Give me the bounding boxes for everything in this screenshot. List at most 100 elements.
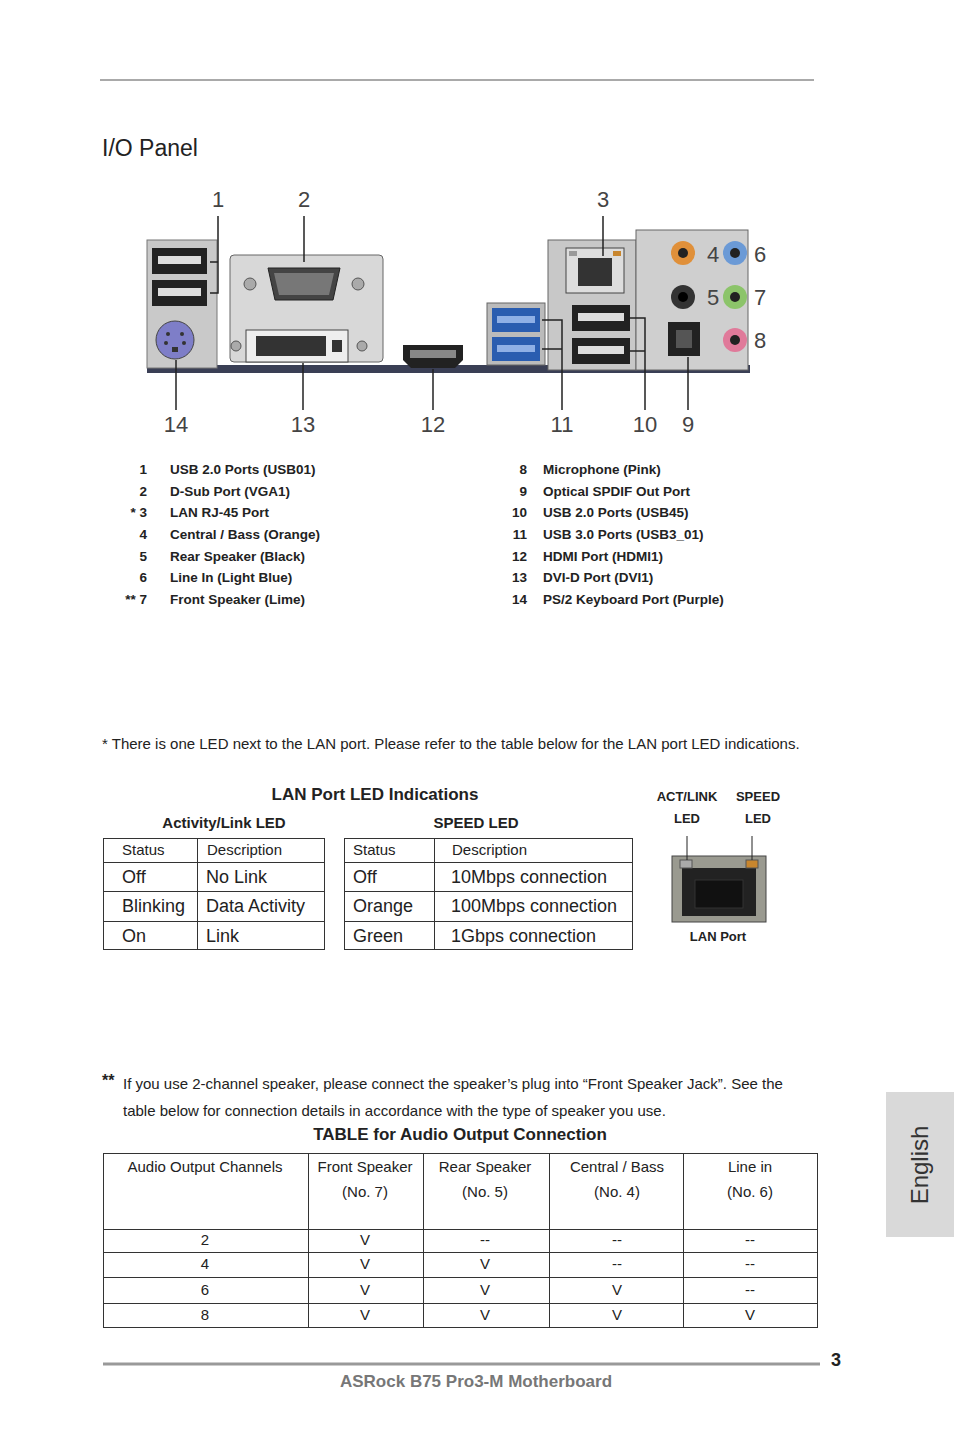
io-panel-photo xyxy=(566,248,624,293)
io-panel-photo xyxy=(678,292,688,302)
io-panel-photo xyxy=(246,330,348,362)
io-panel-photo xyxy=(578,346,624,354)
table-cell: V xyxy=(435,1254,535,1274)
callout-number: 5 xyxy=(696,285,730,311)
led-table-grid xyxy=(344,862,633,863)
callout-number: 4 xyxy=(696,242,730,268)
lan-port-picture xyxy=(695,880,743,908)
lan-port-picture xyxy=(746,860,758,868)
table-cell: V xyxy=(315,1305,415,1325)
io-panel-photo xyxy=(492,337,540,361)
leader-line xyxy=(687,357,689,410)
list-number: 1 xyxy=(103,461,147,479)
list-number: 14 xyxy=(483,591,527,609)
footer-rule xyxy=(103,1363,820,1366)
io-panel-photo xyxy=(166,332,170,336)
io-panel-photo xyxy=(678,248,688,258)
table-cell: Blinking xyxy=(122,893,196,919)
io-panel-photo xyxy=(156,321,194,359)
list-number: * 3 xyxy=(103,504,147,522)
leader-line xyxy=(175,360,177,410)
leader-line xyxy=(303,216,305,262)
io-panel-photo xyxy=(158,256,201,264)
list-number: 10 xyxy=(483,504,527,522)
picture-caption: LAN Port xyxy=(668,927,768,947)
leader-line xyxy=(628,318,645,410)
io-panel-photo xyxy=(147,190,765,435)
led-table-grid xyxy=(345,839,633,950)
callout-number: 10 xyxy=(628,412,662,438)
io-panel-photo xyxy=(147,190,765,435)
list-number: ** 7 xyxy=(103,591,147,609)
table-cell: Data Activity xyxy=(206,893,323,919)
callout-number: 8 xyxy=(743,328,777,354)
table-cell: Off xyxy=(353,864,433,890)
io-panel-photo xyxy=(172,347,178,352)
led-table-grid xyxy=(344,891,633,892)
tab-label: English xyxy=(906,1125,934,1204)
led-table-grid xyxy=(434,838,435,950)
table-title: TABLE for Audio Output Connection xyxy=(250,1124,670,1146)
list-number: 11 xyxy=(483,526,527,544)
callout-number: 13 xyxy=(286,412,320,438)
leader-line xyxy=(176,216,688,410)
io-panel-photo xyxy=(403,345,463,368)
io-panel-photo xyxy=(730,248,740,258)
io-panel-photo xyxy=(492,308,540,332)
io-panel-photo xyxy=(180,332,184,336)
callout-number: 12 xyxy=(416,412,450,438)
port-name: USB 3.0 Ports (USB3_01) xyxy=(543,526,873,544)
io-panel-photo xyxy=(723,328,747,352)
io-panel-photo xyxy=(274,273,334,295)
port-name: D-Sub Port (VGA1) xyxy=(170,483,500,501)
table-cell: 6 xyxy=(155,1280,255,1300)
io-panel-photo xyxy=(730,335,740,345)
port-name: HDMI Port (HDMI1) xyxy=(543,548,873,566)
io-panel-photo xyxy=(497,316,535,323)
table-header: Rear Speaker (No. 5) xyxy=(435,1154,535,1204)
table-cell: 10Mbps connection xyxy=(451,864,632,890)
io-panel-photo xyxy=(497,345,535,352)
port-name: Line In (Light Blue) xyxy=(170,569,500,587)
list-number: 2 xyxy=(103,483,147,501)
leader-line xyxy=(302,363,304,410)
io-panel-photo xyxy=(572,338,630,364)
table-cell: Green xyxy=(353,923,433,949)
table-cell: V xyxy=(435,1280,535,1300)
list-number: 6 xyxy=(103,569,147,587)
led-table-grid xyxy=(197,838,198,950)
led-table-grid xyxy=(104,839,325,950)
note-text: * There is one LED next to the LAN port.… xyxy=(102,731,804,757)
port-name: DVI-D Port (DVI1) xyxy=(543,569,873,587)
audio-table-grid xyxy=(103,1229,818,1230)
table-header: Front Speaker (No. 7) xyxy=(313,1154,418,1204)
table-cell: 8 xyxy=(155,1305,255,1325)
top-rule xyxy=(100,80,814,81)
leader-line xyxy=(542,320,562,410)
io-panel-photo xyxy=(572,305,630,331)
led-table-grid xyxy=(103,921,325,922)
io-panel-photo xyxy=(158,288,201,296)
lan-port-picture xyxy=(687,836,688,860)
table-cell: 100Mbps connection xyxy=(451,893,632,919)
page-number: 3 xyxy=(824,1349,848,1371)
lan-port-picture xyxy=(752,836,753,860)
io-panel-photo xyxy=(671,285,695,309)
table-title: LAN Port LED Indications xyxy=(215,784,535,806)
port-name: USB 2.0 Ports (USB01) xyxy=(170,461,500,479)
led-label: ACT/LINK LED xyxy=(649,786,725,830)
io-panel-photo xyxy=(723,285,747,309)
io-panel-photo xyxy=(668,322,700,356)
table-heading: SPEED LED xyxy=(376,813,576,833)
port-name: PS/2 Keyboard Port (Purple) xyxy=(543,591,873,609)
callout-number: 2 xyxy=(287,187,321,213)
callout-number: 1 xyxy=(201,187,235,213)
table-cell: V xyxy=(315,1230,415,1250)
io-panel-photo xyxy=(244,278,256,290)
lan-port-picture xyxy=(672,856,766,922)
lan-port-picture xyxy=(672,836,766,922)
io-panel-photo xyxy=(578,313,624,321)
port-name: LAN RJ-45 Port xyxy=(170,504,500,522)
lan-port-picture xyxy=(682,868,756,916)
io-panel-photo xyxy=(723,241,747,265)
